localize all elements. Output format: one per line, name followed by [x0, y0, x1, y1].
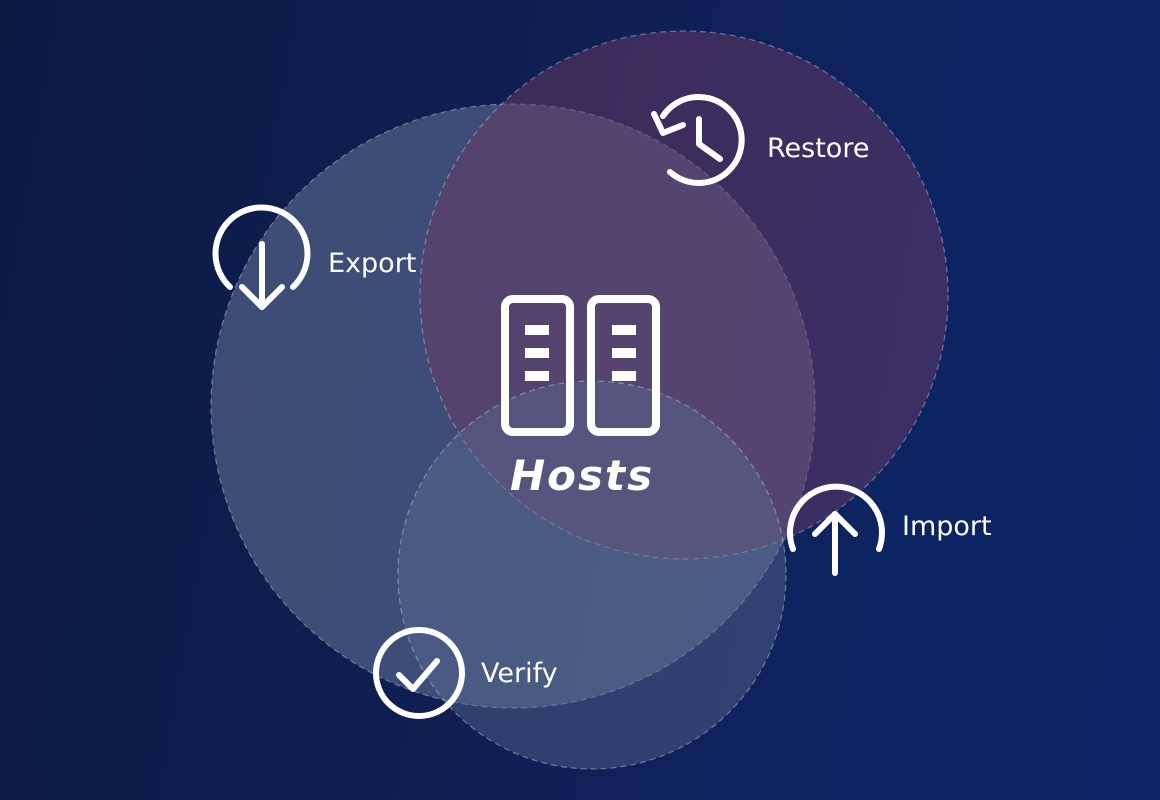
circle-restore: [419, 30, 949, 560]
center-title: Hosts: [510, 451, 655, 500]
download-arrow-icon: [212, 204, 311, 310]
server-rack-icon: [501, 295, 660, 436]
label-verify: Verify: [481, 658, 558, 689]
label-export: Export: [328, 248, 417, 279]
label-import: Import: [902, 511, 992, 542]
history-clock-icon: [651, 93, 745, 186]
checkmark-circle-icon: [373, 627, 465, 719]
upload-arrow-icon: [787, 483, 885, 576]
label-restore: Restore: [767, 133, 870, 164]
circle-verify: [397, 380, 787, 770]
